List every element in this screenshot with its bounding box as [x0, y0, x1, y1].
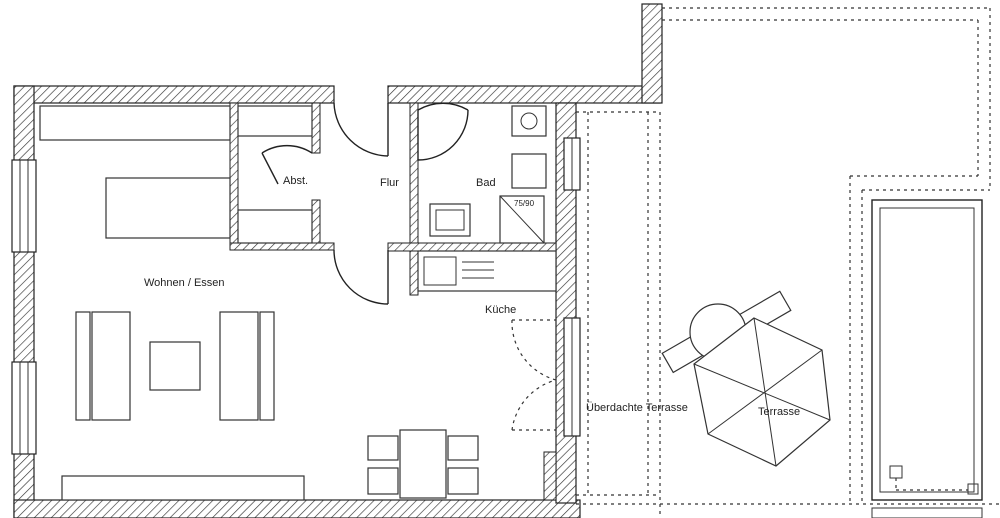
- sofa-left-back: [75, 311, 91, 421]
- balcony-outer: [871, 199, 983, 501]
- sofa-left: [91, 311, 131, 421]
- terrace-furniture: [661, 290, 831, 467]
- kitchen-counter: [417, 250, 557, 292]
- dining-table: [399, 429, 447, 499]
- chair-1: [367, 435, 399, 461]
- room-label-living: Wohnen / Essen: [144, 277, 225, 289]
- wall-top-right: [387, 85, 661, 104]
- terrace-outline: [662, 7, 991, 505]
- wall-storage-right-upper: [311, 102, 321, 154]
- washbasin: [429, 203, 471, 237]
- shelf-storage-top: [237, 105, 313, 137]
- balcony-inner: [879, 207, 975, 493]
- shelf-storage-bottom: [237, 209, 313, 244]
- room-label-kitchen: Küche: [485, 304, 517, 316]
- wall-hall-bath: [409, 102, 419, 296]
- wall-kitchen-right: [543, 451, 557, 501]
- sofa-right-back: [259, 311, 275, 421]
- coffee-table: [149, 341, 201, 391]
- wall-storage-right-lower: [311, 199, 321, 250]
- windows-right: [563, 137, 581, 437]
- bath-fixtures: [429, 105, 547, 244]
- shower-size-label: 75/90: [514, 199, 535, 208]
- kitchen-fixtures: [417, 250, 557, 292]
- chair-3: [447, 435, 479, 461]
- interior-walls: [229, 102, 557, 501]
- wall-bath-bottom: [387, 242, 557, 252]
- kitchen-sink: [423, 256, 457, 286]
- doors: [261, 102, 557, 431]
- wall-storage-bottom: [229, 242, 335, 251]
- sideboard: [61, 475, 305, 501]
- wall-top-left: [13, 85, 335, 104]
- covered-terrace-outline: [576, 111, 1000, 518]
- window-left-upper: [11, 159, 37, 253]
- wall-storage-left: [229, 102, 239, 250]
- room-label-terrace: Terrasse: [758, 406, 801, 418]
- room-label-hall: Flur: [380, 177, 399, 189]
- sofa-right: [219, 311, 259, 421]
- windows-left: [11, 159, 37, 455]
- wall-step-vertical: [641, 3, 663, 104]
- room-label-covered-terrace: Überdachte Terrasse: [586, 402, 688, 414]
- toilet: [511, 105, 547, 137]
- living-furniture: [39, 105, 479, 501]
- chair-2: [367, 467, 399, 495]
- wall-bottom: [13, 499, 581, 518]
- room-label-bath: Bad: [476, 177, 496, 189]
- window-left-lower: [11, 361, 37, 455]
- balcony-frame: [871, 199, 983, 518]
- chair-4: [447, 467, 479, 495]
- wardrobe-top: [39, 105, 231, 141]
- sofa: [105, 177, 231, 239]
- bath-sink: [511, 153, 547, 189]
- room-label-storage: Abst.: [283, 175, 309, 187]
- exterior-walls: [13, 3, 663, 518]
